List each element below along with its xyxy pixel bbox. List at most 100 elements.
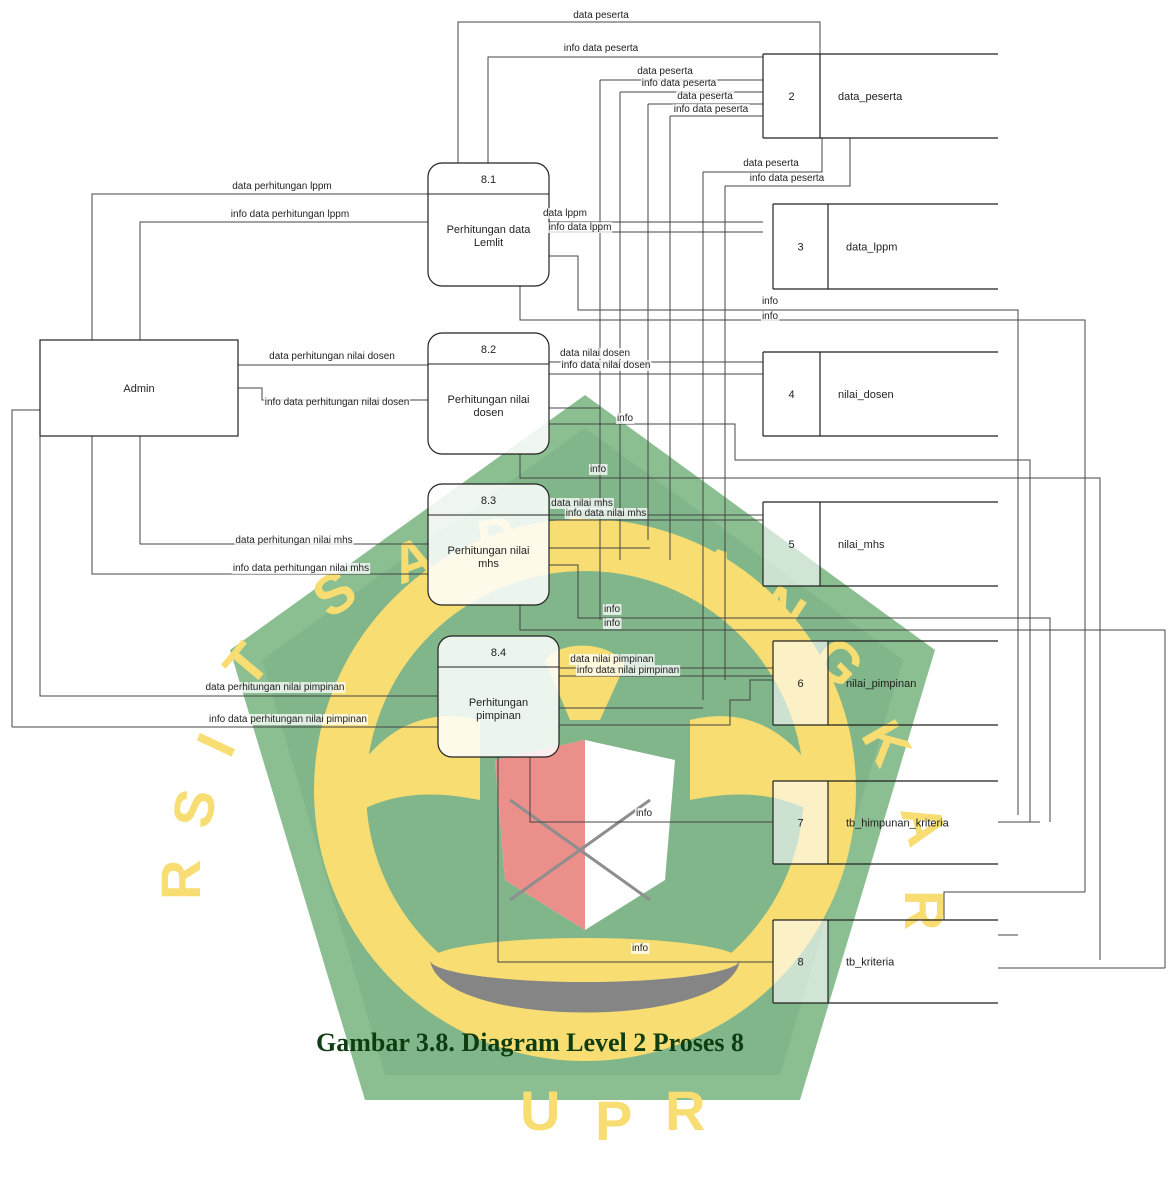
process-number: 8.3 [481,495,496,507]
store-name: data_peserta [838,91,903,103]
process-label: Perhitungan nilai [448,394,530,406]
flow-label: info [636,808,653,819]
flow-label: info [590,464,607,475]
flow-label: data nilai dosen [560,348,630,359]
flow-line [497,757,773,963]
process-label: Perhitungan nilai [448,545,530,557]
store-name: nilai_dosen [838,389,894,401]
flow-line [139,436,428,545]
store-id: 4 [788,389,794,401]
flow-line [457,21,821,163]
flow-line [549,423,1031,822]
flow-line [703,138,823,173]
seal-ring [314,519,856,1061]
process-label: Lemlit [474,237,503,249]
flow-line [519,286,1086,892]
flow-label: info data peserta [642,78,717,89]
store-id: 3 [797,242,803,254]
flow-label: info data nilai dosen [562,360,651,371]
flow-label: data perhitungan nilai dosen [269,351,395,362]
process-box [437,635,560,758]
process-number: 8.4 [491,647,506,659]
process-label: Perhitungan data [447,224,532,236]
process-number: 8.2 [481,344,496,356]
flow-label: data peserta [677,91,733,102]
svg-text:R: R [665,1079,705,1142]
flow-label: data perhitungan nilai pimpinan [206,682,345,693]
data-store-nilai_pimpinan[interactable]: 6 nilai_pimpinan [772,640,998,726]
flow-label: info data peserta [674,104,749,115]
flow-label: info data peserta [564,43,639,54]
process-box [427,483,550,606]
process-number: 8.1 [481,174,496,186]
store-id: 6 [797,678,803,690]
store-id: 5 [788,539,794,551]
flow-line [11,409,40,727]
flow-label: info [617,413,634,424]
svg-text:S: S [160,784,229,832]
flow-label: data nilai mhs [551,498,613,509]
flow-line [725,138,851,187]
seal-shield-red [495,740,585,930]
flow-line [91,193,428,340]
figure-caption: Gambar 3.8. Diagram Level 2 Proses 8 [316,1028,744,1057]
flow-label: info [762,311,779,322]
flow-line [529,757,773,823]
flow-label: data peserta [743,158,799,169]
flow-label: info data perhitungan nilai mhs [233,563,369,574]
flow-label: info data nilai mhs [566,508,647,519]
flow-label: data peserta [573,10,629,21]
flow-label: info data perhitungan lppm [231,209,349,220]
flow-line [559,679,773,726]
flow-line [519,605,1166,968]
flow-label: data peserta [637,66,693,77]
data-store-tb_kriteria[interactable]: 8 tb_kriteria [772,919,998,1004]
flow-label: info [762,296,779,307]
flow-line [139,221,428,340]
store-id: 7 [797,818,803,830]
flow-label: data perhitungan lppm [232,181,332,192]
flow-label: data lppm [543,208,587,219]
store-id: 8 [797,957,803,969]
process-label: Perhitungan [469,697,528,709]
entity-label: Admin [123,383,154,395]
store-name: tb_himpunan_kriteria [846,818,950,830]
store-name: tb_kriteria [846,957,895,969]
seal-bowl-rim [430,938,740,982]
svg-text:R: R [893,890,956,930]
data-store-nilai_dosen[interactable]: 4 nilai_dosen [762,351,998,437]
flow-label: data nilai pimpinan [570,654,653,665]
store-name: nilai_mhs [838,539,885,551]
data-store-data_peserta[interactable]: 2 data_peserta [762,53,998,139]
flow-label: info data lppm [549,222,612,233]
flow-label: info data perhitungan nilai dosen [265,397,410,408]
flow-line [39,436,438,697]
data-store-tb_himpunan_kriteria[interactable]: 7 tb_himpunan_kriteria [772,780,998,865]
flow-line [943,891,1085,920]
process-label: dosen [474,407,504,419]
flow-label: info [604,618,621,629]
data-store-nilai_mhs[interactable]: 5 nilai_mhs [762,501,998,587]
svg-text:I: I [184,724,248,765]
flow-line [549,564,1051,822]
store-name: nilai_pimpinan [846,678,916,690]
process-label: mhs [478,558,499,570]
flow-label: info data perhitungan nilai pimpinan [209,714,367,725]
process-box [427,332,550,455]
store-id: 2 [788,91,794,103]
external-entity-admin[interactable]: Admin [39,339,239,437]
flow-label: data perhitungan nilai mhs [235,535,352,546]
process-label: pimpinan [476,710,521,722]
svg-text:U: U [520,1079,560,1142]
entity-box [39,339,239,437]
flow-line [519,454,1101,960]
